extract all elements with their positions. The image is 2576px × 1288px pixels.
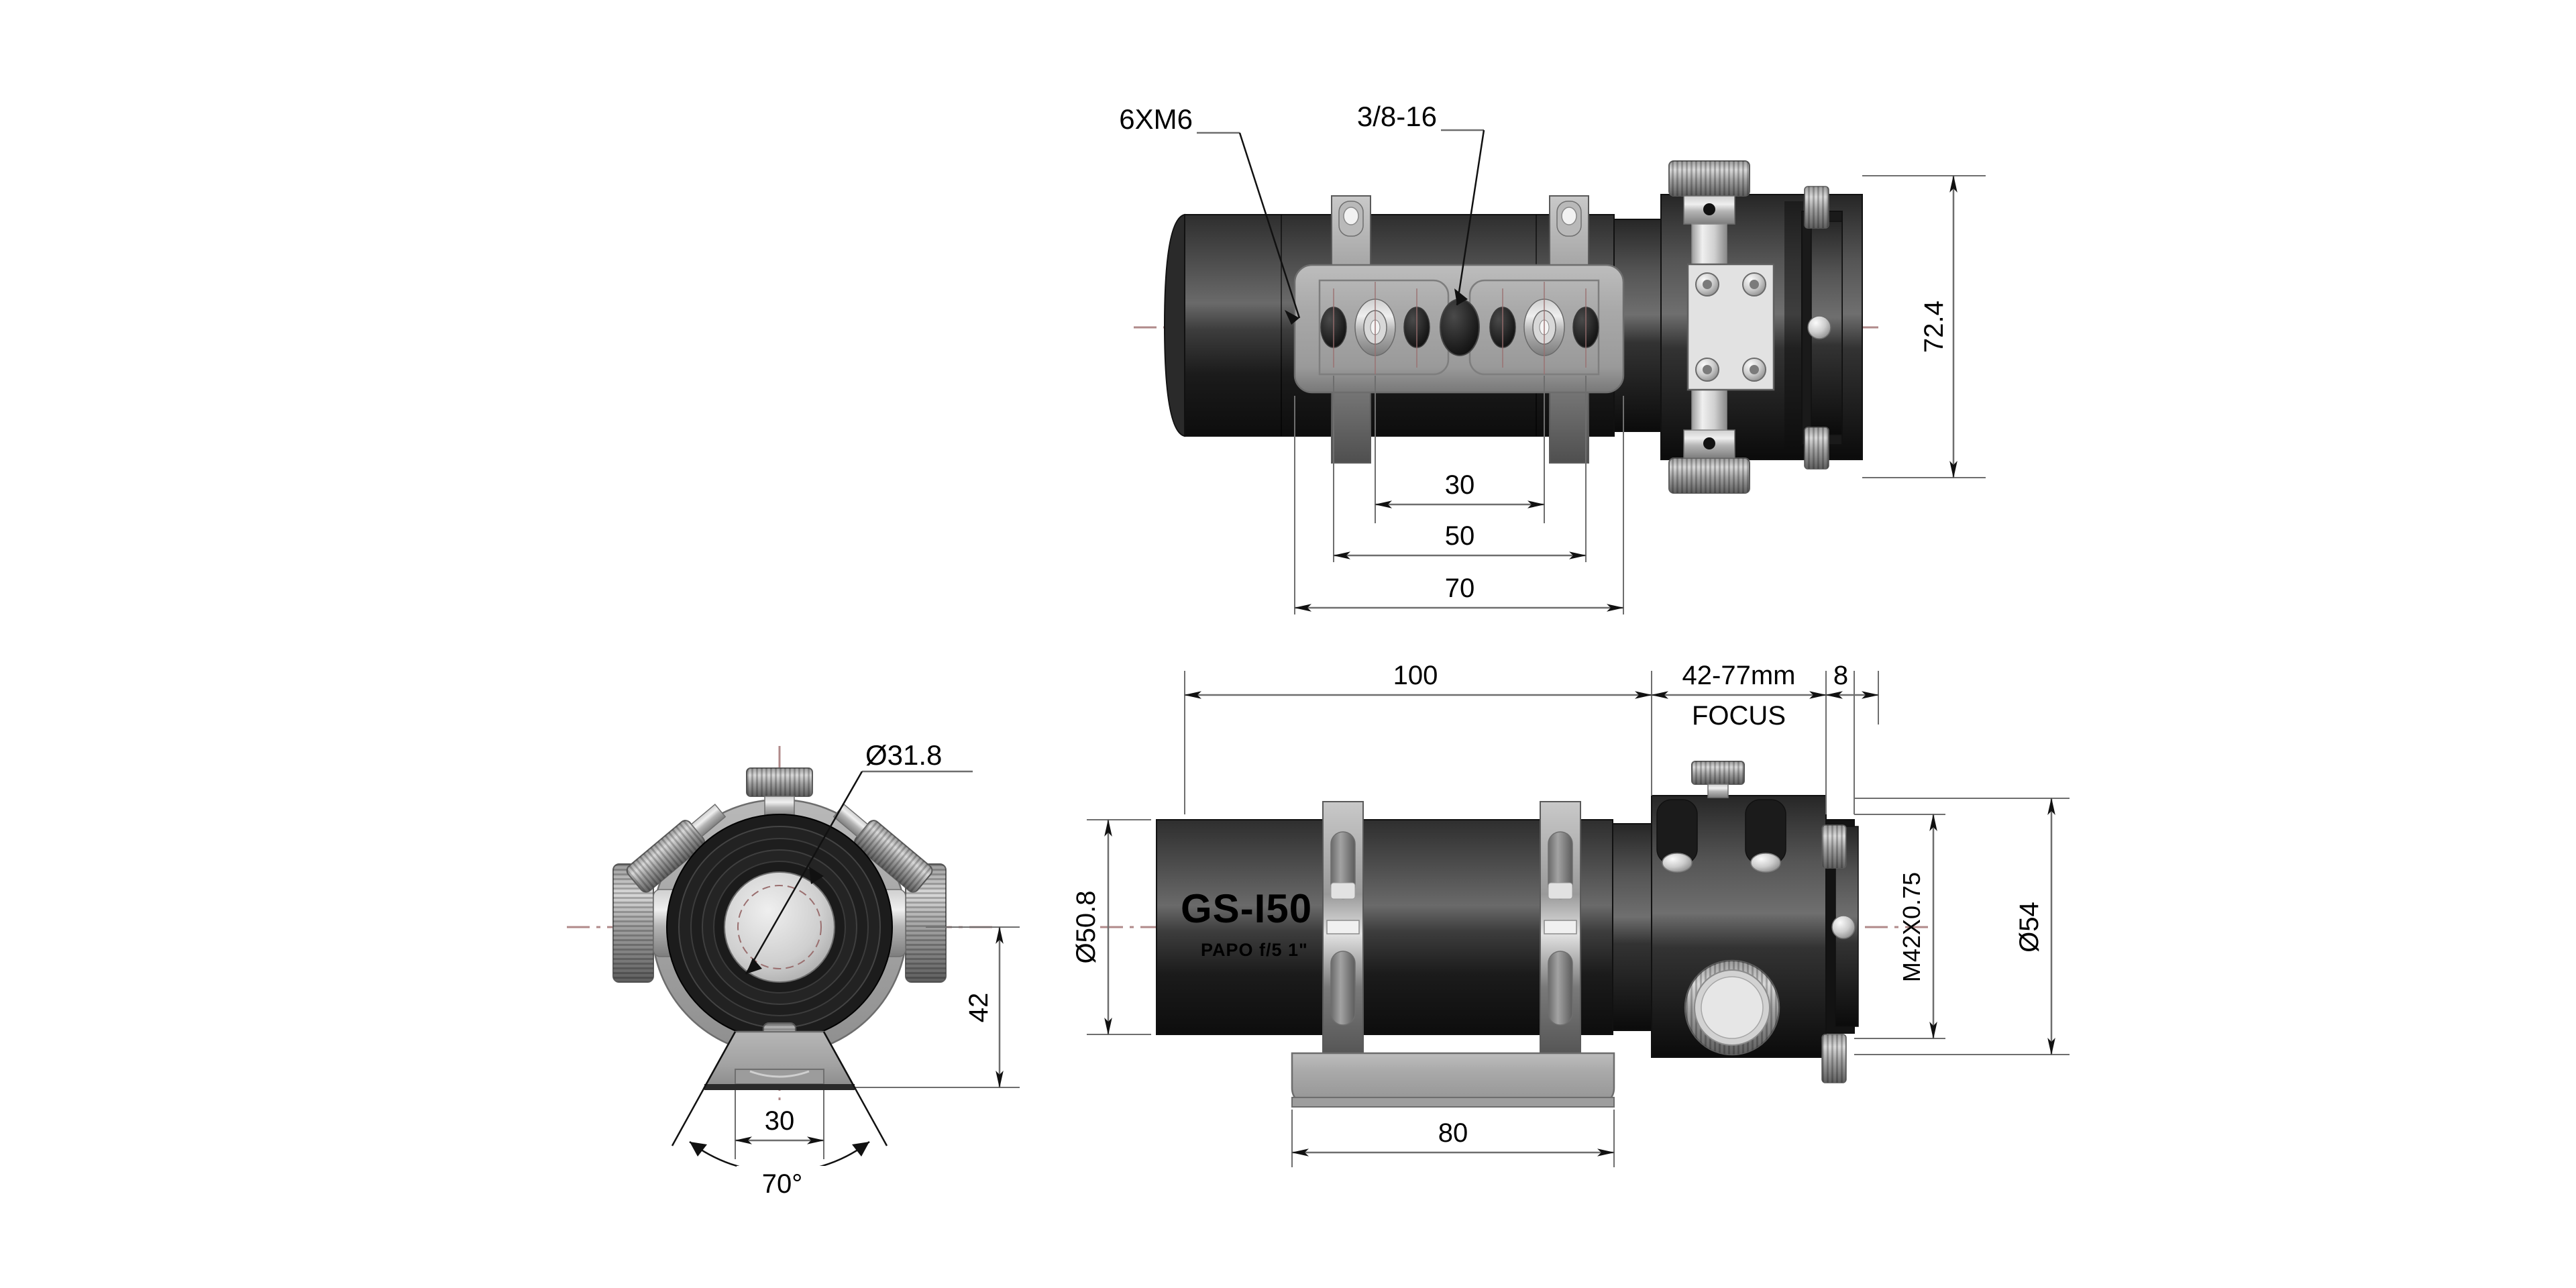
side-view-top-extension-lines [1184,671,1879,814]
front-thumbscrew-upper-right[interactable] [828,798,934,894]
dim-30-top-label: 30 [1445,470,1475,500]
leader-dia-31-8: Ø31.8 [745,739,973,975]
leader-dia-31-8-label: Ø31.8 [865,739,942,771]
leader-6xm6-label: 6XM6 [1119,103,1193,135]
dim-80: 80 [1291,1110,1615,1167]
side-view-tube [1156,819,1652,1035]
front-view-lens-barrel [666,814,893,1040]
dim-30-top: 30 [1375,470,1545,508]
front-view-lens [724,871,835,983]
focus-knob-bottom[interactable] [1668,389,1750,494]
drawtube-ball-detent [1807,315,1831,339]
side-view-focuser [1651,761,1859,1083]
dim-80-label: 80 [1438,1118,1468,1148]
dim-70-deg-label: 70° [762,1169,803,1199]
leader-6xm6: 6XM6 [1119,103,1301,325]
thumbscrew-bottom[interactable] [1804,427,1829,470]
dim-70-deg: 70° [671,1031,888,1202]
focuser-posts [1656,799,1786,873]
focuser-tension-knob[interactable] [1691,761,1745,798]
top-view-extension-lines [1294,376,1624,614]
focuser-main-knob[interactable] [1684,959,1780,1056]
flange-thumbscrew-bottom[interactable] [1821,1034,1847,1083]
dim-72-4-label: 72.4 [1919,301,1949,353]
dim-8-label: 8 [1833,661,1848,690]
dim-50-top: 50 [1333,521,1587,559]
thumbscrew-top[interactable] [1804,186,1829,229]
tube-ring-right [1540,801,1581,1067]
dim-dia-54: Ø54 [1854,798,2070,1055]
dim-70-top: 70 [1294,574,1624,612]
top-view: 30 50 70 72.4 6XM6 [1119,101,1986,614]
top-view-focuser [1660,160,1863,494]
brand-subtitle: PAPO f/5 1" [1201,940,1308,960]
dim-50-top-label: 50 [1445,521,1475,551]
dim-focus: 42-77mm FOCUS [1651,661,1827,731]
drawtube-ball-detent-side [1831,915,1856,939]
three-eighths-16-hole [1440,299,1480,356]
dim-dia-54-label: Ø54 [2015,902,2044,953]
focuser-bearing-plate [1686,263,1775,391]
dim-42-front: 42 [855,926,1020,1088]
front-view: Ø31.8 42 30 [567,739,1020,1202]
dim-m42: M42X0.75 [1854,814,1945,1039]
tube-ring-left [1322,801,1364,1067]
dim-dia-50-8-label: Ø50.8 [1071,891,1101,964]
dim-42-front-label: 42 [964,993,994,1023]
leader-3-8-16: 3/8-16 [1357,101,1485,306]
dim-30-front-label: 30 [765,1106,795,1136]
leader-3-8-16-label: 3/8-16 [1357,101,1437,132]
dim-focus-caption: FOCUS [1692,701,1786,731]
dim-100: 100 [1184,661,1652,699]
dim-72-4: 72.4 [1862,175,1986,478]
focus-knob-top[interactable] [1668,160,1750,265]
dim-focus-label: 42-77mm [1682,661,1796,690]
dim-dia-50-8: Ø50.8 [1071,819,1151,1035]
flange-thumbscrew-top[interactable] [1821,824,1847,869]
dim-70-top-label: 70 [1445,574,1475,603]
front-top-knob[interactable] [746,767,813,817]
dim-30-front: 30 [735,1090,824,1159]
top-view-dovetail-bar [1293,264,1625,394]
dim-100-label: 100 [1393,661,1438,690]
side-view: GS-I50 PAPO f/5 1" [1071,661,2070,1167]
front-thumbscrew-upper-left[interactable] [625,798,731,894]
front-view-base [702,1022,857,1090]
dim-m42-label: M42X0.75 [1898,872,1925,982]
side-view-tube-rings [1322,801,1581,1067]
brand-label: GS-I50 [1181,886,1312,931]
side-view-dovetail-bar [1291,1052,1615,1108]
dim-8: 8 [1825,661,1879,699]
side-view-branding: GS-I50 PAPO f/5 1" [1181,886,1312,960]
